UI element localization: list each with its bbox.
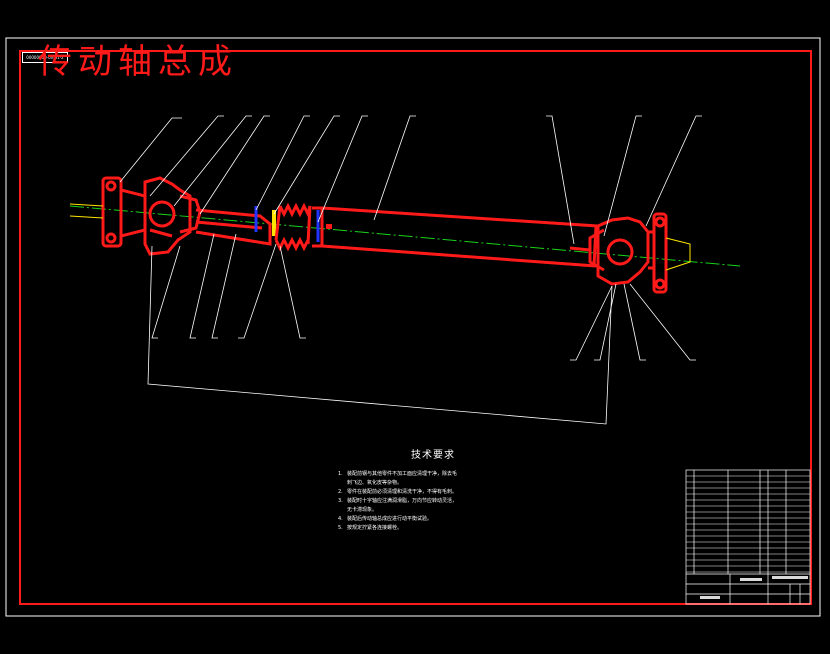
requirement-text: 装配前钢与其他零件不加工面应清理干净，除去毛 xyxy=(347,471,458,477)
right-universal-joint xyxy=(569,216,650,286)
title-block-rows xyxy=(686,475,810,573)
technical-requirements: 技术要求 1. 装配前钢与其他零件不加工面应清理干净，除去毛刺飞边、氧化皮等杂物。… xyxy=(338,446,528,533)
requirement-item: 无卡滞现象。 xyxy=(338,506,528,515)
requirement-number: 5. xyxy=(338,525,343,531)
technical-requirements-list: 1. 装配前钢与其他零件不加工面应清理干净，除去毛刺飞边、氧化皮等杂物。 2. 零件在… xyxy=(338,470,528,533)
requirement-item: 5. 按规定拧紧各连接螺栓。 xyxy=(338,524,528,533)
requirement-item: 1. 装配前钢与其他零件不加工面应清理干净，除去毛 xyxy=(338,470,528,479)
slip-yoke xyxy=(195,206,276,246)
technical-requirements-title: 技术要求 xyxy=(411,450,455,461)
requirement-number: 4. xyxy=(338,516,343,522)
requirement-number: 3. xyxy=(338,498,343,504)
requirement-number: 1. xyxy=(338,471,343,477)
requirement-number: 2. xyxy=(338,489,343,495)
outer-frame xyxy=(5,37,821,617)
center-line xyxy=(69,205,741,267)
left-universal-joint xyxy=(143,176,202,256)
inner-frame xyxy=(19,50,812,605)
right-flange-yoke xyxy=(648,212,691,294)
requirement-text: 刺飞边、氧化皮等杂物。 xyxy=(347,480,403,486)
drawing-title: 传动轴总成 xyxy=(38,42,238,82)
requirement-text: 无卡滞现象。 xyxy=(347,507,378,513)
dust-boot xyxy=(274,202,320,252)
requirement-item: 2. 零件在装配前必须清理和清洗干净，不得有毛刺。 xyxy=(338,488,528,497)
requirement-text: 装配时十字轴应注满润滑脂，万向节应转动灵活， xyxy=(347,498,458,504)
title-block-fill xyxy=(700,576,808,599)
left-flange-yoke xyxy=(69,176,147,248)
title-block xyxy=(685,469,811,605)
shaft-tube xyxy=(312,206,599,268)
requirement-text: 零件在装配前必须清理和清洗干净，不得有毛刺。 xyxy=(347,489,458,495)
leader-lines xyxy=(119,115,702,425)
requirement-item: 3. 装配时十字轴应注满润滑脂，万向节应转动灵活， xyxy=(338,497,528,506)
requirement-item: 4. 装配后传动轴总成应进行动平衡试验。 xyxy=(338,515,528,524)
requirement-text: 按规定拧紧各连接螺栓。 xyxy=(347,525,403,531)
requirement-text: 装配后传动轴总成应进行动平衡试验。 xyxy=(347,516,433,522)
drawing-code-box: 00000000-0X-01-2 xyxy=(22,52,68,63)
requirement-item: 刺飞边、氧化皮等杂物。 xyxy=(338,479,528,488)
